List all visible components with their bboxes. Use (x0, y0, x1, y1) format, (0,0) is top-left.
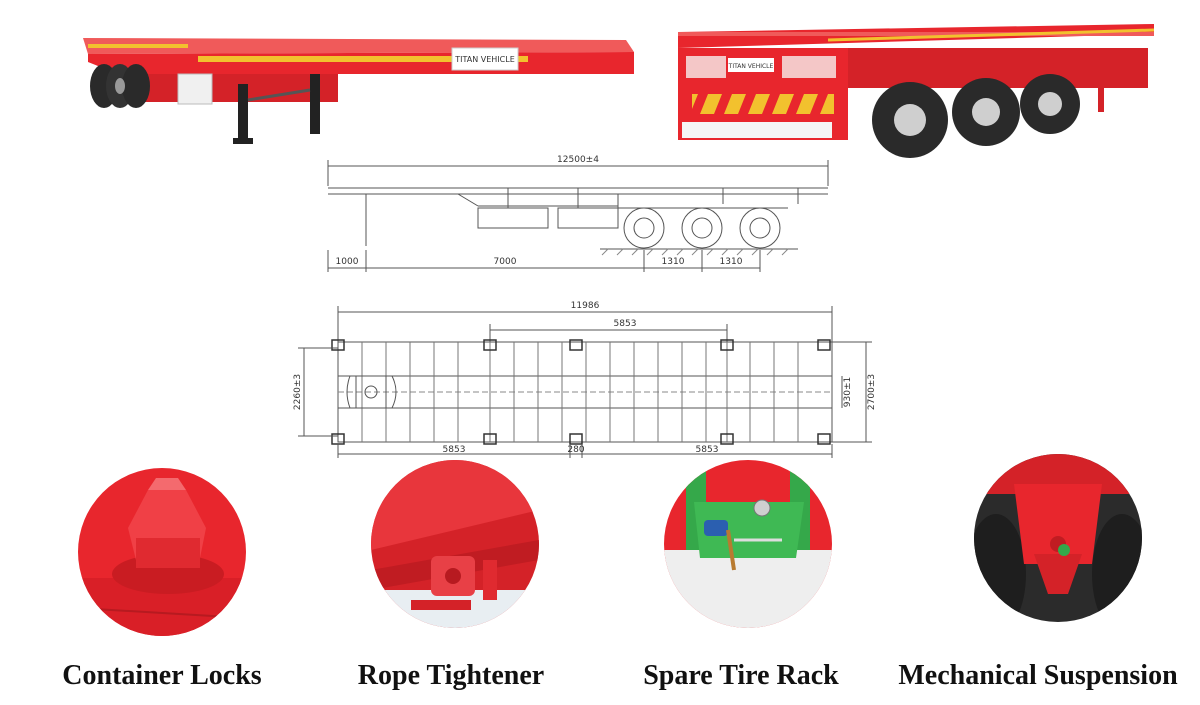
side-dim-front: 1000 (336, 257, 359, 267)
plan-twistlock-spacing: 5853 (614, 319, 637, 329)
side-photo-brand-plate: TITAN VEHICLE (454, 55, 515, 64)
mechanical-suspension-photo (974, 454, 1142, 622)
trailer-rear-photo: TITAN VEHICLE (678, 20, 1158, 168)
side-dim-axle-spacing-1: 1310 (662, 257, 685, 267)
side-overall-length: 12500±4 (557, 155, 599, 165)
side-dim-axle-spacing-2: 1310 (720, 257, 743, 267)
plan-overall-length: 11986 (571, 301, 600, 311)
caption-mechanical-suspension: Mechanical Suspension (898, 660, 1178, 691)
plan-dim-right-inner: 930±1 (843, 377, 853, 407)
caption-container-locks: Container Locks (62, 660, 262, 691)
container-lock-photo (78, 468, 246, 636)
caption-spare-tire-rack: Spare Tire Rack (643, 660, 839, 691)
plan-view-drawing: 11986 5853 (290, 296, 886, 460)
caption-rope-tightener: Rope Tightener (357, 660, 545, 691)
trailer-side-photo: TITAN VEHICLE (78, 30, 640, 152)
side-dim-kingpin-axle: 7000 (494, 257, 517, 267)
plan-dim-bottom-right: 5853 (696, 445, 719, 455)
plan-dim-left-width: 2260±3 (293, 374, 303, 410)
plan-dim-right-outer: 2700±3 (867, 374, 877, 410)
plan-dim-bottom-center: 280 (567, 445, 584, 455)
rear-photo-brand-plate: TITAN VEHICLE (728, 63, 774, 70)
side-elevation-drawing: 12500±4 (318, 150, 838, 275)
spare-tire-rack-photo (664, 460, 832, 628)
rope-tightener-photo (371, 460, 539, 628)
plan-dim-bottom-left: 5853 (443, 445, 466, 455)
